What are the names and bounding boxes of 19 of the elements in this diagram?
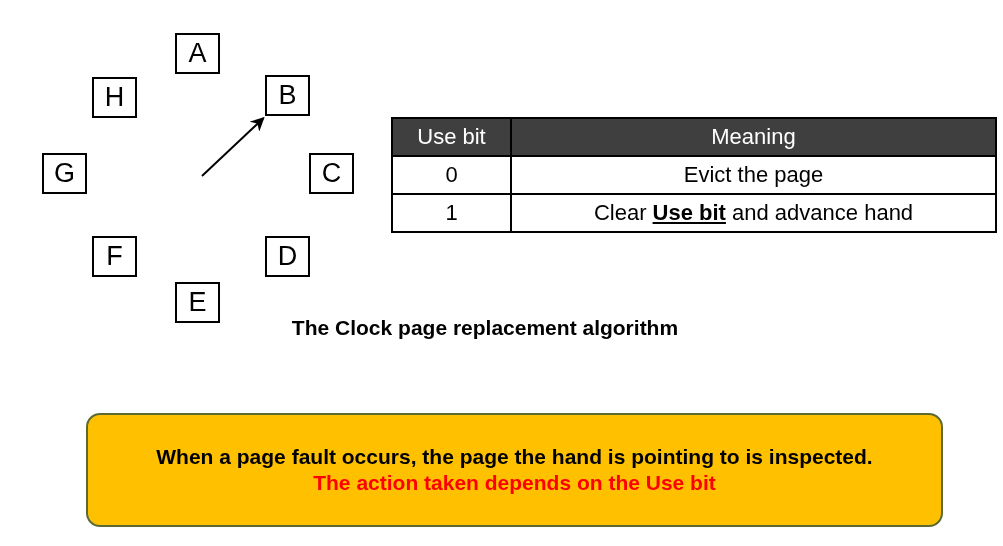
table-cell: Clear Use bit and advance hand	[511, 194, 996, 232]
page-frame-box: F	[92, 236, 137, 277]
page-frame-box: A	[175, 33, 220, 74]
warning-text: The action taken depends on the Use bit	[313, 470, 716, 496]
callout-box	[86, 413, 943, 527]
table-cell: 1	[392, 194, 511, 232]
table-cell: Evict the page	[511, 156, 996, 194]
page-frame-box: H	[92, 77, 137, 118]
page-frame-box: B	[265, 75, 310, 116]
figure-caption: The Clock page replacement algorithm	[290, 316, 680, 340]
page-frame-box: E	[175, 282, 220, 323]
table-header-cell: Meaning	[511, 118, 996, 156]
table-cell: 0	[392, 156, 511, 194]
page-frame-box: D	[265, 236, 310, 277]
table-header-cell: Use bit	[392, 118, 511, 156]
clock-hand-arrow	[201, 117, 265, 177]
callout-text: When a page fault occurs, the page the hand is pointing to is inspected.	[156, 444, 873, 470]
page-frame-box: G	[42, 153, 87, 194]
page-frame-box: C	[309, 153, 354, 194]
